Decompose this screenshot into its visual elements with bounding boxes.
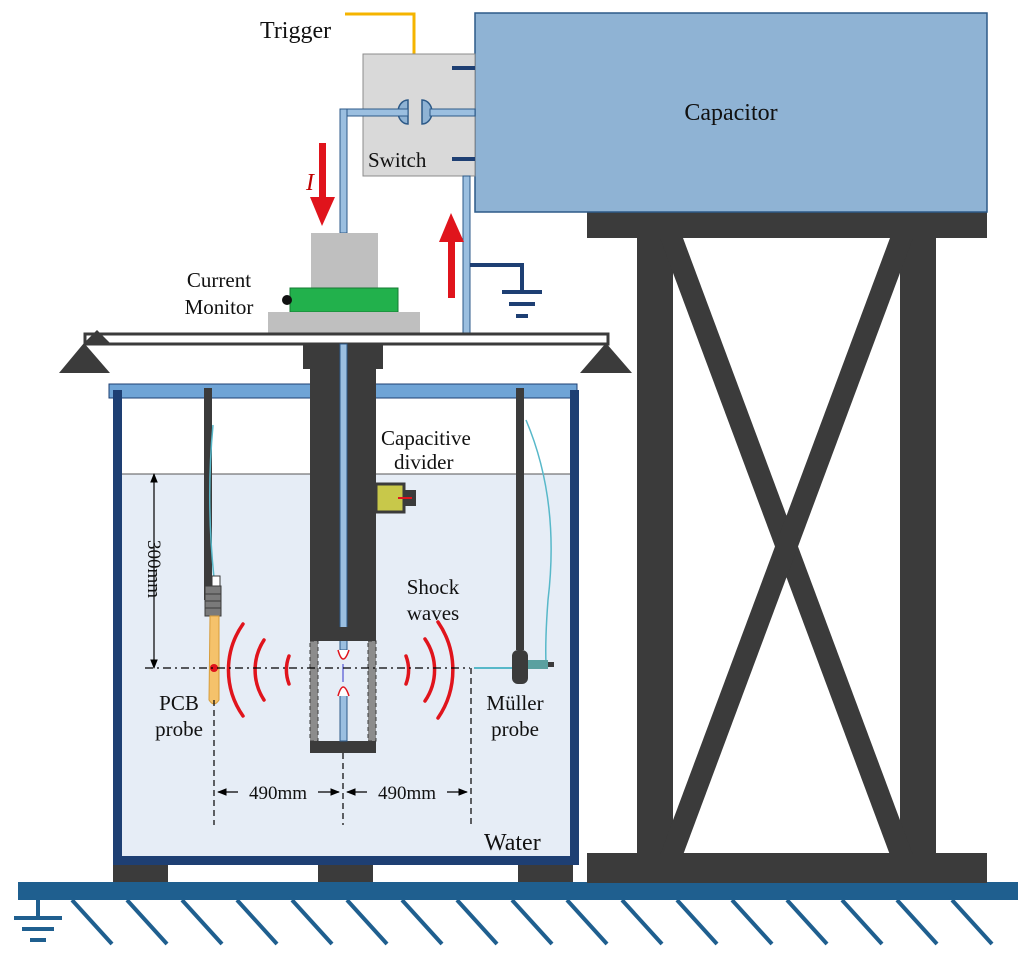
support-frame	[587, 210, 987, 883]
shock-waves-label-line2: waves	[407, 601, 459, 625]
capacitor-label: Capacitor	[684, 100, 777, 126]
muller-probe: Müller probe	[474, 388, 554, 741]
trigger-label: Trigger	[260, 18, 331, 44]
pcb-probe-label-line1: PCB	[159, 691, 199, 715]
capacitor: Capacitor	[474, 12, 988, 213]
shock-waves-label-line1: Shock	[407, 575, 460, 599]
muller-probe-label-line1: Müller	[486, 691, 543, 715]
current-symbol: I	[305, 170, 315, 196]
pcb-probe: PCB probe	[155, 388, 222, 741]
arrow-icon	[439, 213, 464, 298]
current-arrows: I	[305, 143, 464, 298]
current-monitor-label-line2: Monitor	[185, 295, 254, 319]
water-label: Water	[484, 830, 541, 856]
depth-label: 300mm	[143, 540, 164, 598]
shock-waves: Shock waves	[226, 575, 460, 720]
distance-left-label: 490mm	[249, 783, 307, 804]
arrow-icon	[310, 143, 335, 226]
discharge-electrode	[303, 343, 383, 753]
capacitive-divider-label-line1: Capacitive	[381, 426, 471, 450]
current-monitor: Current Monitor	[185, 233, 420, 334]
muller-probe-label-line2: probe	[491, 717, 539, 741]
return-ground-icon	[470, 263, 542, 318]
pcb-probe-label-line2: probe	[155, 717, 203, 741]
current-monitor-label-line1: Current	[187, 268, 251, 292]
switch-label: Switch	[368, 148, 427, 172]
distance-right-label: 490mm	[378, 783, 436, 804]
ground-icon	[14, 900, 62, 942]
capacitive-divider-label-line2: divider	[394, 450, 453, 474]
ground-plane	[18, 882, 1018, 946]
capacitive-divider: Capacitive divider	[374, 426, 471, 514]
